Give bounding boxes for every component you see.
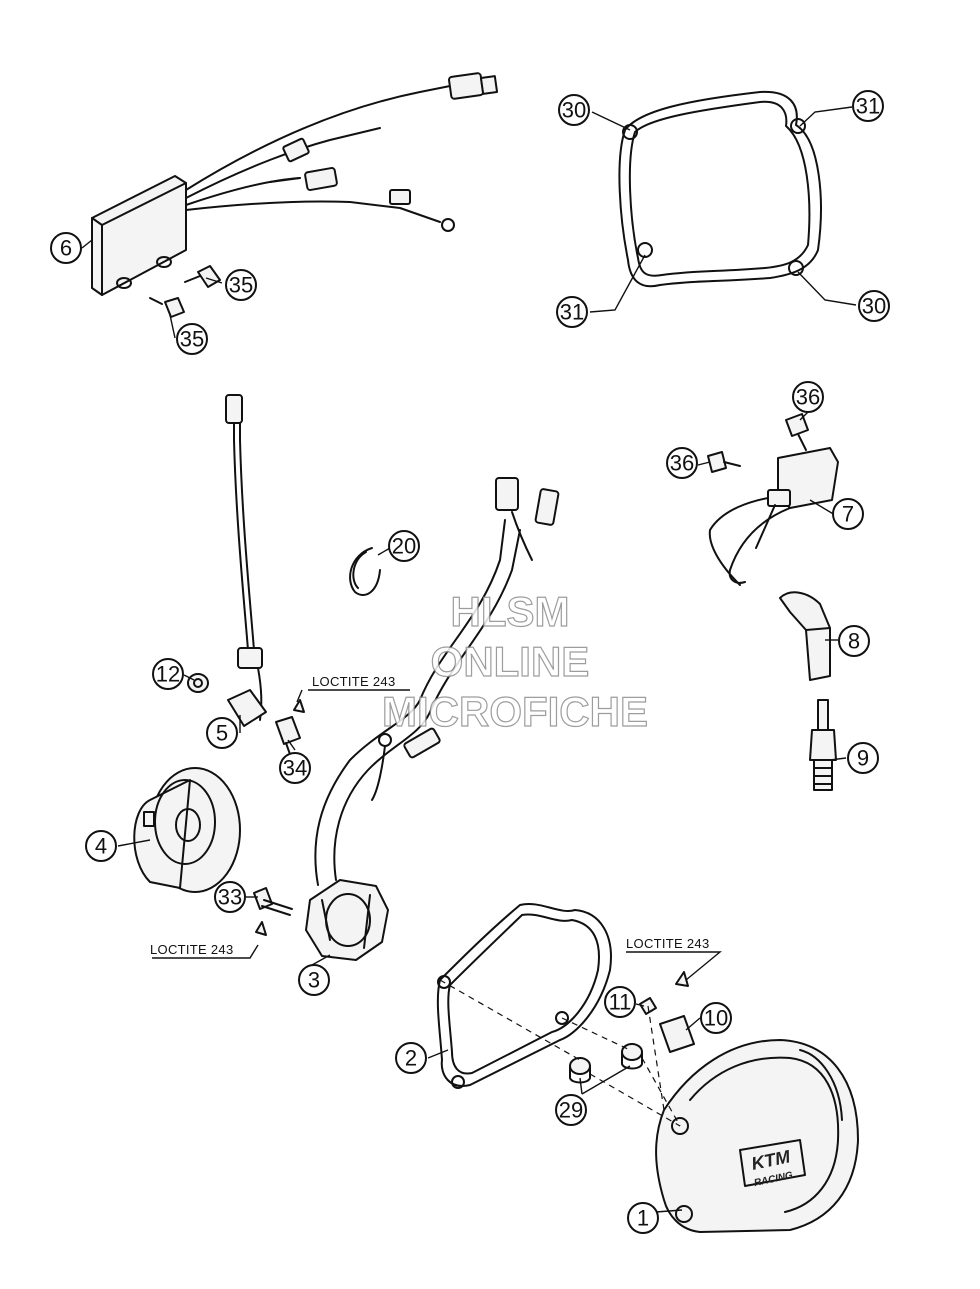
callout-11: 11	[604, 986, 636, 1018]
bolt-33	[253, 887, 293, 936]
ignition-coil	[707, 413, 839, 586]
stator	[305, 477, 560, 961]
callout-33: 33	[214, 881, 246, 913]
svg-text:5: 5	[216, 721, 228, 746]
dowel-sleeves	[569, 1043, 643, 1084]
svg-text:1: 1	[637, 1206, 649, 1231]
callout-10: 10	[700, 1002, 732, 1034]
cover-plate-and-screw	[639, 971, 695, 1053]
callout-31-bottom: 31	[556, 296, 588, 328]
callout-8: 8	[838, 625, 870, 657]
svg-text:11: 11	[609, 990, 632, 1015]
callout-1: 1	[627, 1202, 659, 1234]
callout-5: 5	[206, 717, 238, 749]
svg-text:36: 36	[670, 451, 694, 476]
ignition-cover-gasket-outline	[618, 90, 822, 288]
callout-31-top: 31	[852, 90, 884, 122]
loctite-notes: LOCTITE 243 LOCTITE 243 LOCTITE 243	[150, 674, 710, 957]
callout-20: 20	[388, 530, 420, 562]
svg-text:6: 6	[60, 236, 72, 261]
svg-text:34: 34	[283, 756, 307, 781]
svg-text:10: 10	[704, 1006, 728, 1031]
flywheel-rotor	[133, 767, 241, 893]
svg-text:35: 35	[229, 273, 253, 298]
svg-text:30: 30	[562, 98, 586, 123]
screw-34	[275, 699, 305, 761]
svg-text:35: 35	[180, 327, 204, 352]
svg-text:3: 3	[308, 968, 320, 993]
loctite-note-upper: LOCTITE 243	[312, 674, 396, 689]
svg-text:8: 8	[848, 629, 860, 654]
callout-6: 6	[50, 232, 82, 264]
lower-gasket	[436, 902, 612, 1089]
callout-3: 3	[298, 964, 330, 996]
svg-text:33: 33	[218, 885, 242, 910]
retaining-clip	[349, 547, 381, 597]
callout-29: 29	[555, 1094, 587, 1126]
callout-35-upper: 35	[225, 269, 257, 301]
watermark: HLSM ONLINE MICROFICHE	[381, 587, 648, 735]
callout-36-upper: 36	[792, 381, 824, 413]
svg-text:31: 31	[856, 94, 880, 119]
alignment-lines	[439, 979, 681, 1127]
callout-30-top: 30	[558, 94, 590, 126]
svg-text:7: 7	[842, 502, 854, 527]
leader-lines	[81, 106, 857, 1213]
svg-text:9: 9	[857, 746, 869, 771]
loctite-note-right: LOCTITE 243	[626, 936, 710, 951]
svg-text:4: 4	[95, 834, 107, 859]
callout-9: 9	[847, 742, 879, 774]
svg-text:12: 12	[156, 662, 180, 687]
svg-text:30: 30	[862, 294, 886, 319]
callout-36-lower: 36	[666, 447, 698, 479]
callout-7: 7	[832, 498, 864, 530]
callout-4: 4	[85, 830, 117, 862]
watermark-line-2: ONLINE	[431, 638, 590, 685]
nut	[187, 673, 209, 693]
pickup-sensor	[225, 394, 267, 727]
watermark-line-3: MICROFICHE	[382, 688, 648, 735]
callout-34: 34	[279, 752, 311, 784]
svg-text:2: 2	[405, 1046, 417, 1071]
spark-plug	[809, 699, 837, 791]
cdi-unit	[91, 72, 499, 318]
callout-12: 12	[152, 658, 184, 690]
svg-text:29: 29	[559, 1098, 583, 1123]
callout-35-lower: 35	[176, 323, 208, 355]
spark-plug-cap	[779, 591, 831, 681]
ignition-cover: KTM RACING	[655, 1039, 859, 1233]
svg-text:20: 20	[392, 534, 416, 559]
callout-2: 2	[395, 1042, 427, 1074]
svg-text:31: 31	[560, 300, 584, 325]
svg-text:36: 36	[796, 385, 820, 410]
loctite-note-left: LOCTITE 243	[150, 942, 234, 957]
callout-30-bottom: 30	[858, 290, 890, 322]
watermark-line-1: HLSM	[451, 588, 570, 635]
